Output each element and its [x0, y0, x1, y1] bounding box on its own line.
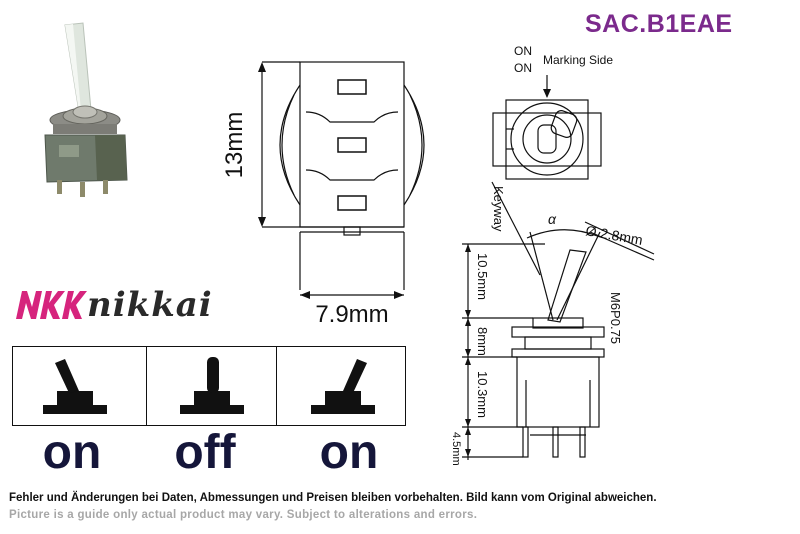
product-photo: [44, 22, 128, 197]
bushing-height-label: 8mm: [475, 327, 490, 356]
position-cell-center: [147, 347, 277, 425]
brand-name: nikkai: [87, 285, 213, 325]
marking-side-label: Marking Side: [543, 53, 613, 67]
toggle-center-icon: [180, 357, 244, 414]
position-label-left: on: [42, 426, 102, 479]
disclaimer-german: Fehler und Änderungen bei Daten, Abmessu…: [9, 492, 657, 504]
position-label-right: on: [319, 426, 379, 479]
body-height-label: 10.3mm: [475, 371, 490, 418]
toggle-left-icon: [43, 359, 107, 414]
terminal-length-label: 4.5mm: [450, 432, 462, 466]
lever-length-label: 10.5mm: [475, 253, 490, 300]
height-label: 13mm: [221, 112, 248, 179]
on-bottom-label: ON: [514, 61, 532, 75]
nkk-logo: [16, 291, 87, 319]
technical-drawing: 13mm 7.9mm ON ON Marking Side: [221, 44, 655, 466]
thread-label: M6P0.75: [608, 292, 623, 344]
position-label-center: off: [174, 426, 236, 479]
position-cell-right: [277, 347, 407, 425]
lever-diameter-label: Ø 2.8mm: [584, 222, 643, 248]
width-label: 7.9mm: [315, 301, 388, 328]
keyway-label: Keyway: [491, 186, 506, 232]
toggle-right-icon: [311, 359, 375, 414]
position-cell-left: [13, 347, 147, 425]
switch-positions-panel: [12, 346, 406, 426]
product-code: SAC.B1EAE: [585, 10, 733, 38]
on-top-label: ON: [514, 44, 532, 58]
alpha-label: α: [548, 211, 557, 227]
disclaimer-english: Picture is a guide only actual product m…: [9, 509, 478, 521]
